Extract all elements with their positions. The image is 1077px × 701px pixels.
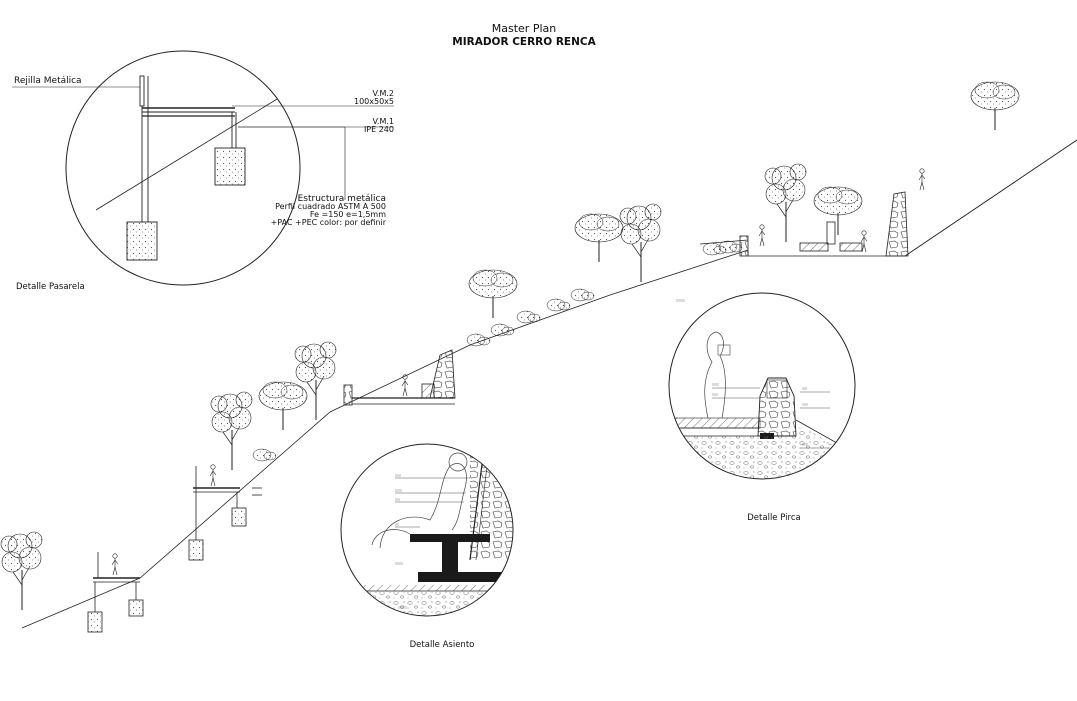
callout-rejilla: Rejilla Metálica xyxy=(14,76,82,86)
terrain-profile xyxy=(21,139,1077,629)
detail-asiento: ⁝⁝⁝⁝⁝⁝ ⁝⁝⁝⁝⁝⁝⁝ ⁝⁝⁝⁝⁝ ⁝⁝⁝⁝ ⁝⁝⁝⁝⁝⁝⁝⁝ ⁝⁝⁝⁝⁝… xyxy=(340,443,514,650)
callout-vm1-size: IPE 240 xyxy=(364,125,394,134)
detail-pasarela: Rejilla Metálica V.M.2 100x50x5 V.M.1 IP… xyxy=(12,50,394,292)
asiento-note-3: ⁝⁝⁝⁝⁝ xyxy=(395,498,400,502)
detail-pirca: ⁝⁝⁝⁝⁝⁝⁝⁝⁝ ⁝⁝⁝⁝⁝⁝⁝ ⁝⁝⁝⁝⁝⁝ ⁝⁝⁝⁝⁝ ⁝⁝⁝⁝⁝⁝ ⁝⁝… xyxy=(668,292,856,523)
asiento-note-4: ⁝⁝⁝⁝ xyxy=(395,523,399,527)
pasarela-section-lower xyxy=(87,466,262,633)
callout-vm2-name: V.M.2 xyxy=(372,89,394,98)
pirca-note-5: ⁝⁝⁝⁝⁝⁝ xyxy=(802,443,808,447)
title-line1: Master Plan xyxy=(492,22,556,35)
spec-line3: +PAC +PEC color: por definir xyxy=(271,218,387,227)
pirca-note-1: ⁝⁝⁝⁝⁝⁝⁝ xyxy=(712,383,719,387)
title-line2: MIRADOR CERRO RENCA xyxy=(452,36,596,48)
asiento-note-6: ⁝⁝⁝⁝⁝⁝⁝⁝⁝ xyxy=(398,606,407,610)
pirca-note-2: ⁝⁝⁝⁝⁝⁝ xyxy=(712,393,718,397)
caption-pasarela: Detalle Pasarela xyxy=(16,282,85,292)
callout-vm2-size: 100x50x5 xyxy=(354,97,394,106)
spec-line2: Fe =150 e=1,5mm xyxy=(310,210,386,219)
pirca-note-4: ⁝⁝⁝⁝⁝⁝ xyxy=(802,403,808,407)
caption-asiento: Detalle Asiento xyxy=(410,640,475,650)
terrace-top xyxy=(739,191,909,257)
pirca-note-3: ⁝⁝⁝⁝⁝ xyxy=(802,387,807,391)
caption-pirca: Detalle Pirca xyxy=(747,513,800,523)
pirca-header-note: ⁝⁝⁝⁝⁝⁝⁝⁝⁝ xyxy=(676,299,685,303)
spec-title: Estructura metálica xyxy=(298,194,386,204)
asiento-note-1: ⁝⁝⁝⁝⁝⁝ xyxy=(395,474,401,478)
asiento-note-2: ⁝⁝⁝⁝⁝⁝⁝ xyxy=(395,489,402,493)
terrace-mid xyxy=(343,349,456,406)
spec-line1: Perfil cuadrado ASTM A 500 xyxy=(275,202,386,211)
asiento-note-5: ⁝⁝⁝⁝⁝⁝⁝⁝ xyxy=(395,562,403,566)
callout-vm1-name: V.M.1 xyxy=(372,117,394,126)
